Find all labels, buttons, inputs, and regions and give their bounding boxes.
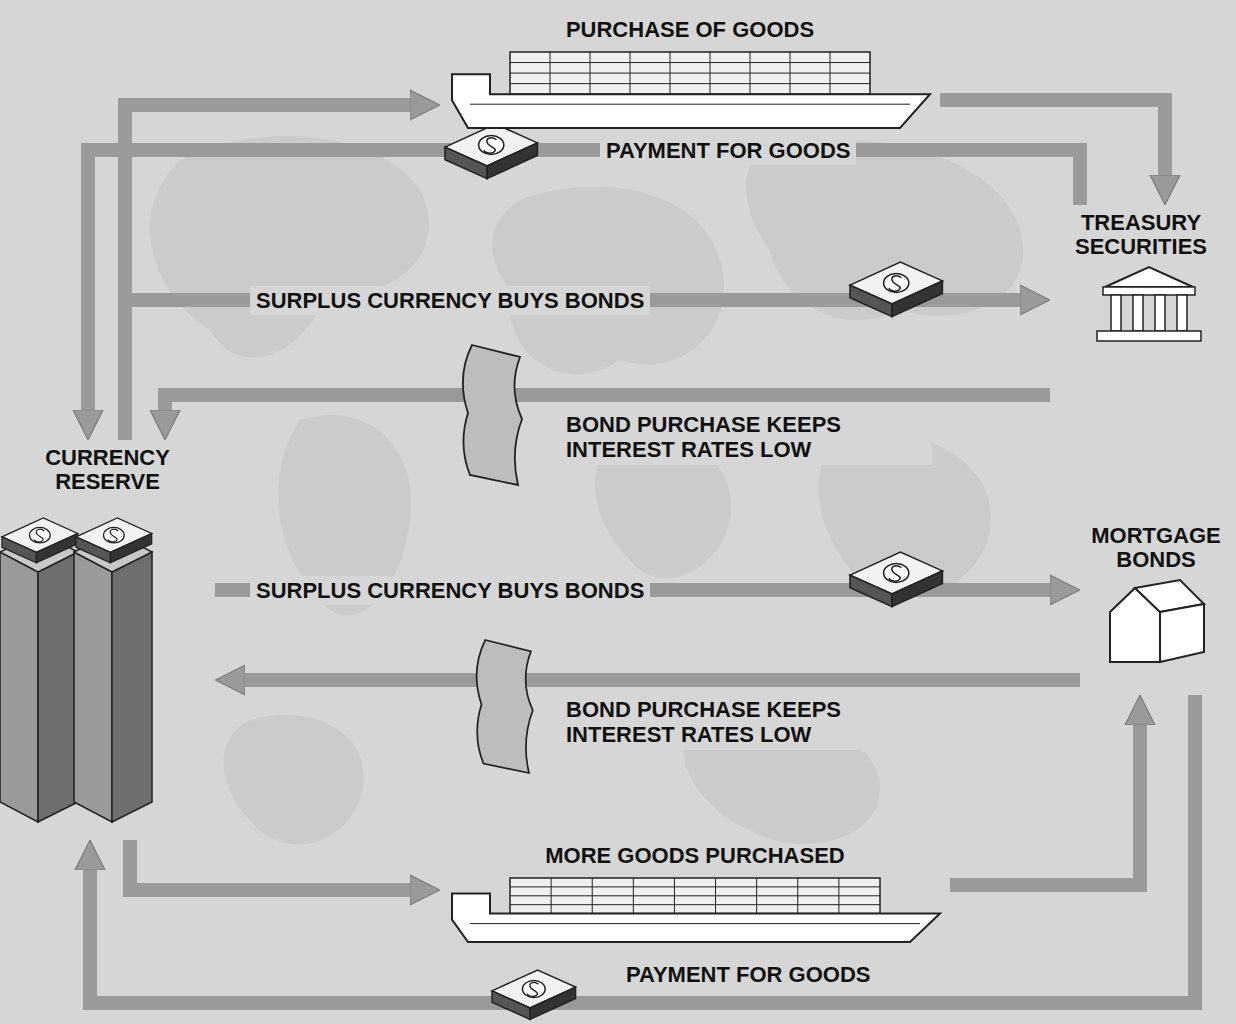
reserve-stack-face bbox=[112, 552, 152, 822]
money-seal-mark bbox=[889, 566, 902, 581]
money-seal bbox=[884, 564, 909, 583]
map-landmass bbox=[492, 187, 724, 375]
flow-arrow bbox=[950, 717, 1140, 885]
deck-line bbox=[470, 104, 910, 105]
money-side bbox=[2, 537, 36, 563]
money-icon bbox=[492, 970, 576, 1019]
reserve-stack-face bbox=[74, 552, 112, 822]
treasury-node: TREASURY SECURITIES bbox=[1050, 205, 1232, 410]
money-seal-mark bbox=[889, 276, 902, 291]
ship-hull bbox=[452, 74, 930, 128]
bond-paper bbox=[477, 640, 533, 773]
container-divider bbox=[510, 895, 880, 896]
bank-column bbox=[1133, 295, 1143, 331]
container-divider bbox=[510, 904, 880, 905]
map-landmass bbox=[150, 136, 429, 358]
reserve-stack-face bbox=[0, 552, 38, 822]
reserve-stack-face bbox=[38, 552, 78, 822]
flow-label: BOND PURCHASE KEEPS INTEREST RATES LOW bbox=[560, 695, 932, 750]
money-seal-mark bbox=[34, 530, 44, 543]
money-side bbox=[445, 147, 487, 178]
money-seal-mark bbox=[527, 982, 538, 996]
money-seal bbox=[104, 528, 125, 543]
money-side bbox=[492, 991, 530, 1020]
money-icon bbox=[2, 518, 78, 563]
bank-column bbox=[1155, 295, 1165, 331]
flow-label: PAYMENT FOR GOODS bbox=[620, 960, 876, 989]
money-seal bbox=[479, 136, 504, 155]
node-label: MORTGAGE BONDS bbox=[1081, 518, 1231, 572]
money-icon bbox=[445, 124, 537, 179]
node-icon bbox=[1050, 265, 1232, 345]
bank-pediment bbox=[1105, 267, 1193, 287]
money-seal bbox=[30, 528, 51, 543]
flow-label: SURPLUS CURRENCY BUYS BONDS bbox=[250, 286, 650, 315]
money-seal-mark bbox=[108, 530, 118, 543]
flow-arrow bbox=[940, 100, 1165, 183]
container-divider bbox=[510, 62, 870, 63]
container-stack bbox=[510, 52, 870, 94]
node-label: MORE GOODS PURCHASED bbox=[450, 838, 940, 868]
bank-column bbox=[1177, 295, 1187, 331]
flow-arrow bbox=[130, 840, 418, 890]
money-side bbox=[850, 575, 892, 607]
container-divider bbox=[510, 83, 870, 84]
bank-entablature bbox=[1103, 287, 1195, 295]
money-icon bbox=[850, 262, 942, 317]
container-stack bbox=[510, 878, 880, 914]
container-divider bbox=[510, 887, 880, 888]
flow-arrow bbox=[88, 150, 1080, 418]
bank-base bbox=[1097, 331, 1201, 341]
node-label: PURCHASE OF GOODS bbox=[450, 12, 930, 42]
flow-arrow bbox=[90, 695, 1195, 1003]
mortgage-node: MORTGAGE BONDS bbox=[1080, 518, 1232, 695]
node-icon bbox=[0, 500, 215, 830]
node-label: TREASURY SECURITIES bbox=[1053, 205, 1229, 259]
ship-hull bbox=[452, 894, 940, 942]
money-seal bbox=[884, 274, 909, 293]
node-icon bbox=[1080, 578, 1232, 668]
bond-icon bbox=[463, 345, 522, 485]
bank-column bbox=[1111, 295, 1121, 331]
node-icon bbox=[440, 48, 940, 132]
map-landmass bbox=[224, 715, 364, 845]
money-seal-mark bbox=[484, 138, 497, 153]
cargo-ship-node: PURCHASE OF GOODS bbox=[440, 12, 940, 136]
house-side bbox=[1160, 604, 1204, 662]
cargo-ship-node: MORE GOODS PURCHASED bbox=[440, 838, 950, 950]
flow-label: SURPLUS CURRENCY BUYS BONDS bbox=[250, 576, 650, 605]
node-icon bbox=[440, 874, 950, 946]
flow-label: PAYMENT FOR GOODS bbox=[600, 136, 856, 165]
flow-arrow bbox=[237, 673, 1080, 687]
container-divider bbox=[510, 73, 870, 74]
money-side bbox=[850, 285, 892, 317]
bond-paper bbox=[463, 345, 522, 485]
node-label: CURRENCY RESERVE bbox=[20, 440, 195, 494]
money-seal bbox=[522, 980, 545, 997]
money-side bbox=[76, 537, 110, 563]
money-icon bbox=[76, 518, 152, 563]
flow-label: BOND PURCHASE KEEPS INTEREST RATES LOW bbox=[560, 410, 932, 465]
bond-icon bbox=[477, 640, 533, 773]
currency-reserve-node: CURRENCY RESERVE bbox=[0, 440, 215, 840]
deck-line bbox=[470, 923, 920, 924]
money-icon bbox=[850, 552, 942, 607]
